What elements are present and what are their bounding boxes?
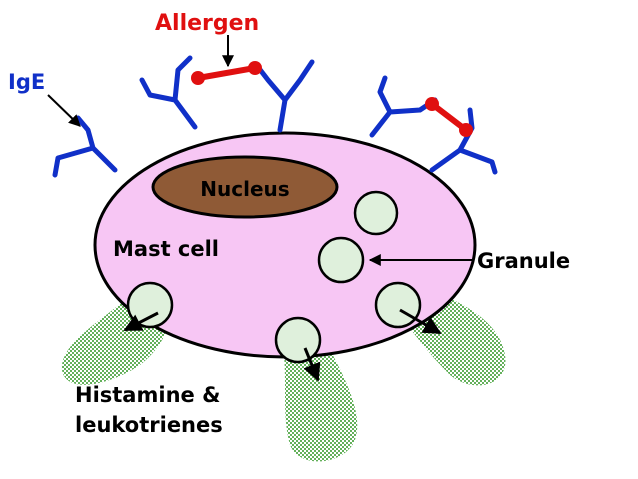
releasing-granule-right [374, 281, 422, 329]
mast-cell-label: Mast cell [113, 237, 219, 261]
releasing-granules [126, 281, 422, 364]
allergen-label: Allergen [155, 11, 259, 36]
allergen-top [195, 65, 258, 81]
granule-upper [353, 190, 399, 236]
release-arrow-left [123, 311, 159, 332]
ige-antibody-right [369, 75, 438, 138]
releasing-granule-middle [274, 316, 322, 364]
granule-lower [317, 236, 365, 284]
release-arrow-middle [303, 347, 321, 382]
release-label-line2: leukotrienes [75, 413, 223, 437]
pointer-arrows [47, 35, 472, 266]
allergen-top-end-right [248, 61, 262, 75]
allergen-right [429, 101, 469, 133]
ige-antibodies [52, 55, 498, 178]
granule-label: Granule [477, 249, 570, 273]
allergens [191, 61, 473, 137]
nucleus [151, 155, 339, 219]
ige-label: IgE [8, 70, 45, 94]
release-arrows [123, 308, 442, 382]
ige-pointer-arrow [47, 94, 81, 127]
release-label-line1: Histamine & [75, 383, 220, 407]
allergen-top-end-left [191, 71, 205, 85]
ige-antibody-top-left [139, 55, 198, 130]
releasing-granule-left [126, 281, 174, 329]
ige-antibody-left [52, 115, 118, 178]
nucleus-label: Nucleus [200, 177, 289, 201]
allergen-right-end-top [425, 97, 439, 111]
ige-antibody-lower-right [429, 107, 498, 175]
release-arrow-right [399, 308, 442, 335]
ige-antibody-top-middle [255, 59, 315, 133]
allergen-right-end-bottom [459, 123, 473, 137]
